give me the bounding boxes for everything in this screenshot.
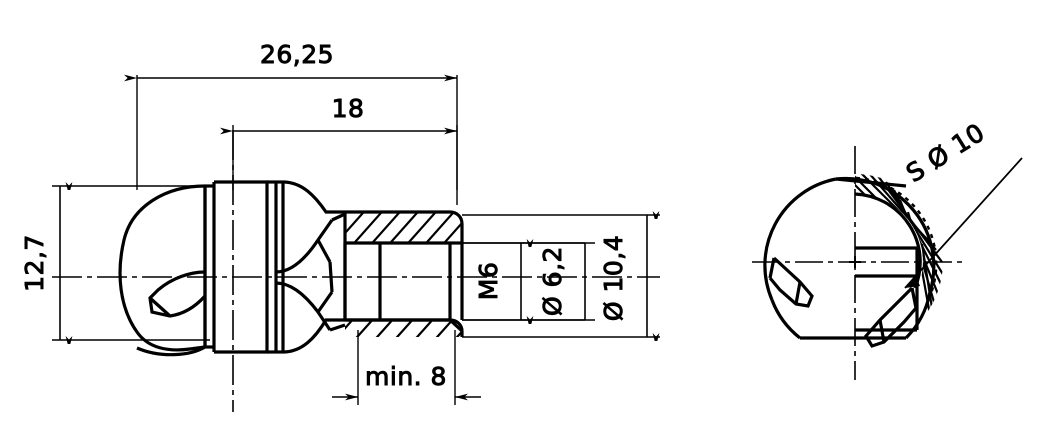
- ball-bottom-arc: [136, 345, 206, 357]
- end-view-left-groove: [768, 256, 814, 308]
- dimension-label-thread-spec: M6: [474, 262, 503, 300]
- end-view-crescent-hatch: [855, 174, 943, 335]
- shank-outer-body: [343, 210, 464, 337]
- neck-transition: [282, 180, 345, 354]
- dimension-label-outer-diameter: Ø 10,4: [599, 235, 628, 321]
- shank-end-chamfer: [448, 241, 464, 333]
- dimension-bore-diameter: [462, 243, 585, 320]
- ball-head-outline: [118, 184, 207, 352]
- collar-block: [203, 180, 285, 354]
- dimension-label-overall-length: 26,25: [260, 40, 334, 69]
- dimension-ball-height: [52, 186, 210, 340]
- dimension-label-thread-length: 18: [332, 94, 365, 123]
- sphere-diameter-leader: [904, 157, 1023, 289]
- end-view-axes: [752, 146, 962, 380]
- dimension-thread-length: [220, 125, 458, 190]
- dimension-label-sphere-diameter: S Ø 10: [901, 118, 990, 188]
- end-view-crescent-edge: [855, 176, 938, 297]
- threaded-bore: [343, 241, 452, 322]
- dimension-min-depth: [332, 330, 481, 405]
- ball-inner-groove: [148, 270, 207, 318]
- neck-relief-curves: [275, 212, 346, 332]
- dimension-label-min-depth: min. 8: [365, 362, 447, 391]
- section-hatch-upper: [345, 212, 462, 243]
- dimension-outer-diameter: [462, 215, 660, 337]
- dimension-label-ball-height: 12,7: [20, 234, 49, 292]
- dimension-label-bore-diameter: Ø 6,2: [538, 246, 567, 316]
